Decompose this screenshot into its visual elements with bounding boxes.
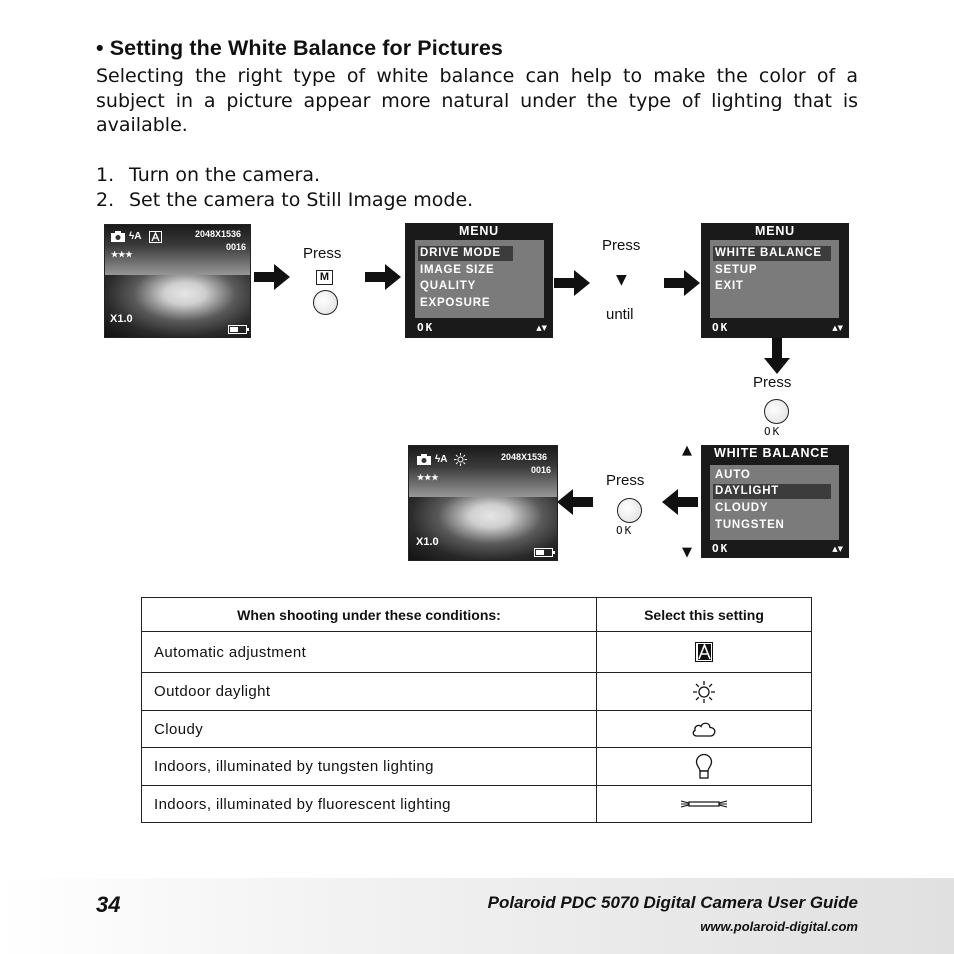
setting-cell	[597, 711, 812, 748]
table-row: Outdoor daylight	[142, 673, 812, 711]
quality-stars: ★★★	[111, 250, 133, 259]
down-arrow-icon: ▼	[682, 545, 692, 560]
page-number: 34	[96, 892, 120, 918]
ok-indicator: OK	[712, 321, 729, 334]
intro-paragraph: Selecting the right type of white balanc…	[96, 64, 858, 138]
camera-icon	[111, 231, 125, 242]
condition-cell: Outdoor daylight	[142, 673, 597, 711]
guide-title: Polaroid PDC 5070 Digital Camera User Gu…	[488, 893, 858, 913]
press-label: Press	[303, 245, 341, 262]
column-header: When shooting under these conditions:	[142, 598, 597, 632]
condition-cell: Cloudy	[142, 711, 597, 748]
menu-item-setup: SETUP	[713, 263, 757, 278]
zoom-label: X1.0	[416, 536, 439, 548]
press-label: Press	[602, 237, 640, 254]
condition-cell: Automatic adjustment	[142, 632, 597, 673]
up-down-icon: ▲▼	[832, 545, 843, 553]
ok-indicator: OK	[712, 542, 729, 555]
arrow-right-icon	[365, 264, 401, 290]
camera-icon	[417, 454, 431, 465]
battery-icon	[228, 325, 247, 334]
shot-count: 0016	[226, 242, 246, 252]
table-row: Indoors, illuminated by fluorescent ligh…	[142, 786, 812, 823]
menu-item-white-balance: WHITE BALANCE	[713, 246, 831, 261]
menu-item-exposure: EXPOSURE	[418, 296, 490, 311]
table-row: Indoors, illuminated by tungsten lightin…	[142, 748, 812, 786]
condition-cell: Indoors, illuminated by fluorescent ligh…	[142, 786, 597, 823]
press-label: Press	[753, 374, 791, 391]
column-header: Select this setting	[597, 598, 812, 632]
auto-wb-icon	[695, 642, 713, 662]
steps-list: 1.Turn on the camera. 2.Set the camera t…	[96, 163, 473, 212]
down-key-icon: ▼	[616, 272, 627, 288]
menu-item-drive-mode: DRIVE MODE	[418, 246, 513, 261]
ok-key-label: OK	[764, 425, 781, 438]
menu-title: MENU	[405, 224, 553, 238]
arrow-right-icon	[664, 270, 700, 296]
up-down-icon: ▲▼	[832, 324, 843, 332]
up-down-icon: ▲▼	[536, 324, 547, 332]
arrow-right-icon	[254, 264, 290, 290]
menu-screen: MENU WHITE BALANCE SETUP EXIT OK ▲▼	[701, 223, 849, 338]
arrow-left-icon	[662, 489, 698, 515]
shot-count: 0016	[531, 465, 551, 475]
resolution-label: 2048X1536	[501, 452, 547, 462]
fluorescent-icon	[680, 797, 728, 811]
step-item: 2.Set the camera to Still Image mode.	[96, 188, 473, 213]
menu-item-exit: EXIT	[713, 279, 744, 294]
setting-cell	[597, 673, 812, 711]
table-row: Cloudy	[142, 711, 812, 748]
wb-option-cloudy: CLOUDY	[713, 501, 768, 516]
menu-key-icon: M	[316, 270, 333, 285]
white-balance-table: When shooting under these conditions: Se…	[141, 597, 812, 823]
battery-icon	[534, 548, 553, 557]
menu-item-quality: QUALITY	[418, 279, 476, 294]
zoom-label: X1.0	[110, 313, 133, 325]
press-label: Press	[606, 472, 644, 489]
menu-title: WHITE BALANCE	[714, 446, 849, 460]
step-item: 1.Turn on the camera.	[96, 163, 473, 188]
wb-option-tungsten: TUNGSTEN	[713, 518, 785, 533]
setting-cell	[597, 632, 812, 673]
sun-icon	[454, 453, 467, 466]
white-balance-menu-screen: WHITE BALANCE AUTO DAYLIGHT CLOUDY TUNGS…	[701, 445, 849, 558]
menu-item-image-size: IMAGE SIZE	[418, 263, 494, 278]
page-heading: • Setting the White Balance for Pictures	[96, 36, 503, 61]
wb-option-auto: AUTO	[713, 468, 751, 483]
table-header-row: When shooting under these conditions: Se…	[142, 598, 812, 632]
setting-cell	[597, 748, 812, 786]
menu-title: MENU	[701, 224, 849, 238]
ok-button	[617, 498, 642, 523]
wb-option-daylight: DAYLIGHT	[713, 484, 831, 499]
until-label: until	[606, 306, 634, 323]
bulb-icon	[695, 754, 713, 780]
ok-indicator: OK	[417, 321, 434, 334]
setting-cell	[597, 786, 812, 823]
arrow-left-icon	[557, 489, 593, 515]
website-url: www.polaroid-digital.com	[700, 919, 858, 934]
condition-cell: Indoors, illuminated by tungsten lightin…	[142, 748, 597, 786]
up-arrow-icon: ▲	[682, 443, 692, 458]
menu-button	[313, 290, 338, 315]
table-row: Automatic adjustment	[142, 632, 812, 673]
menu-screen: MENU DRIVE MODE IMAGE SIZE QUALITY EXPOS…	[405, 223, 553, 338]
arrow-down-icon	[764, 338, 790, 374]
flash-auto-icon: ϟA	[435, 454, 448, 465]
ok-button	[764, 399, 789, 424]
flash-auto-icon: ϟA	[129, 231, 142, 242]
resolution-label: 2048X1536	[195, 229, 241, 239]
quality-stars: ★★★	[417, 473, 439, 482]
page-footer	[0, 878, 954, 954]
camera-preview-screen: ϟA 2048X1536 0016 ★★★ X1.0	[408, 445, 558, 561]
camera-preview-screen: ϟA 2048X1536 0016 ★★★ X1.0	[104, 224, 251, 338]
ok-key-label: OK	[616, 524, 633, 537]
sun-icon	[692, 680, 716, 704]
auto-wb-icon	[149, 231, 162, 243]
arrow-right-icon	[554, 270, 590, 296]
cloud-icon	[691, 720, 717, 738]
